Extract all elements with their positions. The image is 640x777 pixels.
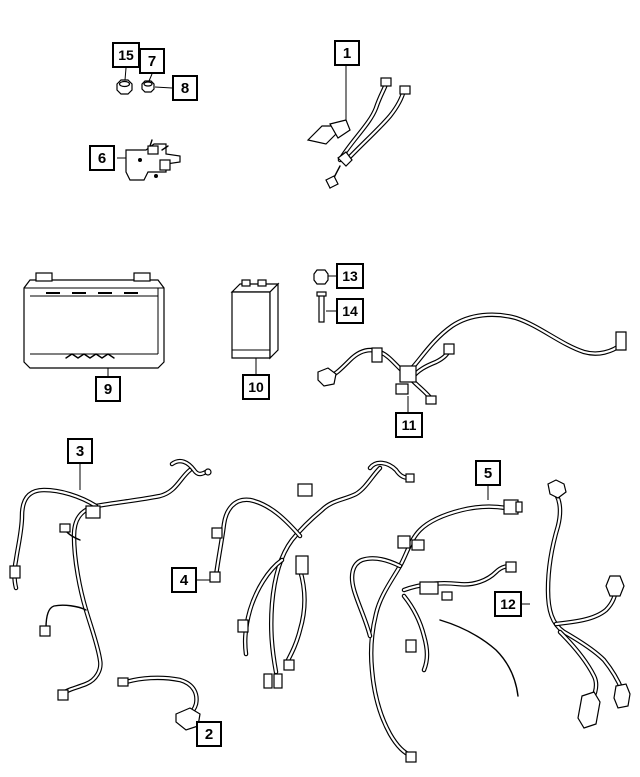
part-10-battery <box>230 279 280 374</box>
part-1-cable <box>306 66 411 189</box>
callout-4: 4 <box>171 567 197 593</box>
part-5-harness <box>349 486 523 763</box>
callout-10: 10 <box>242 374 270 400</box>
part-4-harness <box>196 460 415 689</box>
part-15-nut <box>116 79 133 95</box>
part-2-cable <box>117 675 201 731</box>
callout-15: 15 <box>112 42 140 68</box>
callout-2: 2 <box>196 721 222 747</box>
callout-9: 9 <box>95 376 121 402</box>
part-13-nut <box>313 269 336 285</box>
part-12-harness <box>522 479 631 729</box>
part-6-bracket <box>117 139 181 181</box>
part-11-harness <box>317 312 627 412</box>
callout-1: 1 <box>334 40 360 66</box>
callout-14: 14 <box>336 298 364 324</box>
part-7-nut <box>141 80 155 93</box>
callout-7: 7 <box>139 48 165 74</box>
callout-5: 5 <box>475 460 501 486</box>
callout-12: 12 <box>494 591 522 617</box>
callout-8: 8 <box>172 75 198 101</box>
part-14-stud <box>316 291 336 323</box>
callout-13: 13 <box>336 263 364 289</box>
part-3-harness <box>9 458 212 701</box>
callout-6: 6 <box>89 145 115 171</box>
part-9-battery <box>23 272 165 376</box>
callout-3: 3 <box>67 438 93 464</box>
callout-11: 11 <box>395 412 423 438</box>
